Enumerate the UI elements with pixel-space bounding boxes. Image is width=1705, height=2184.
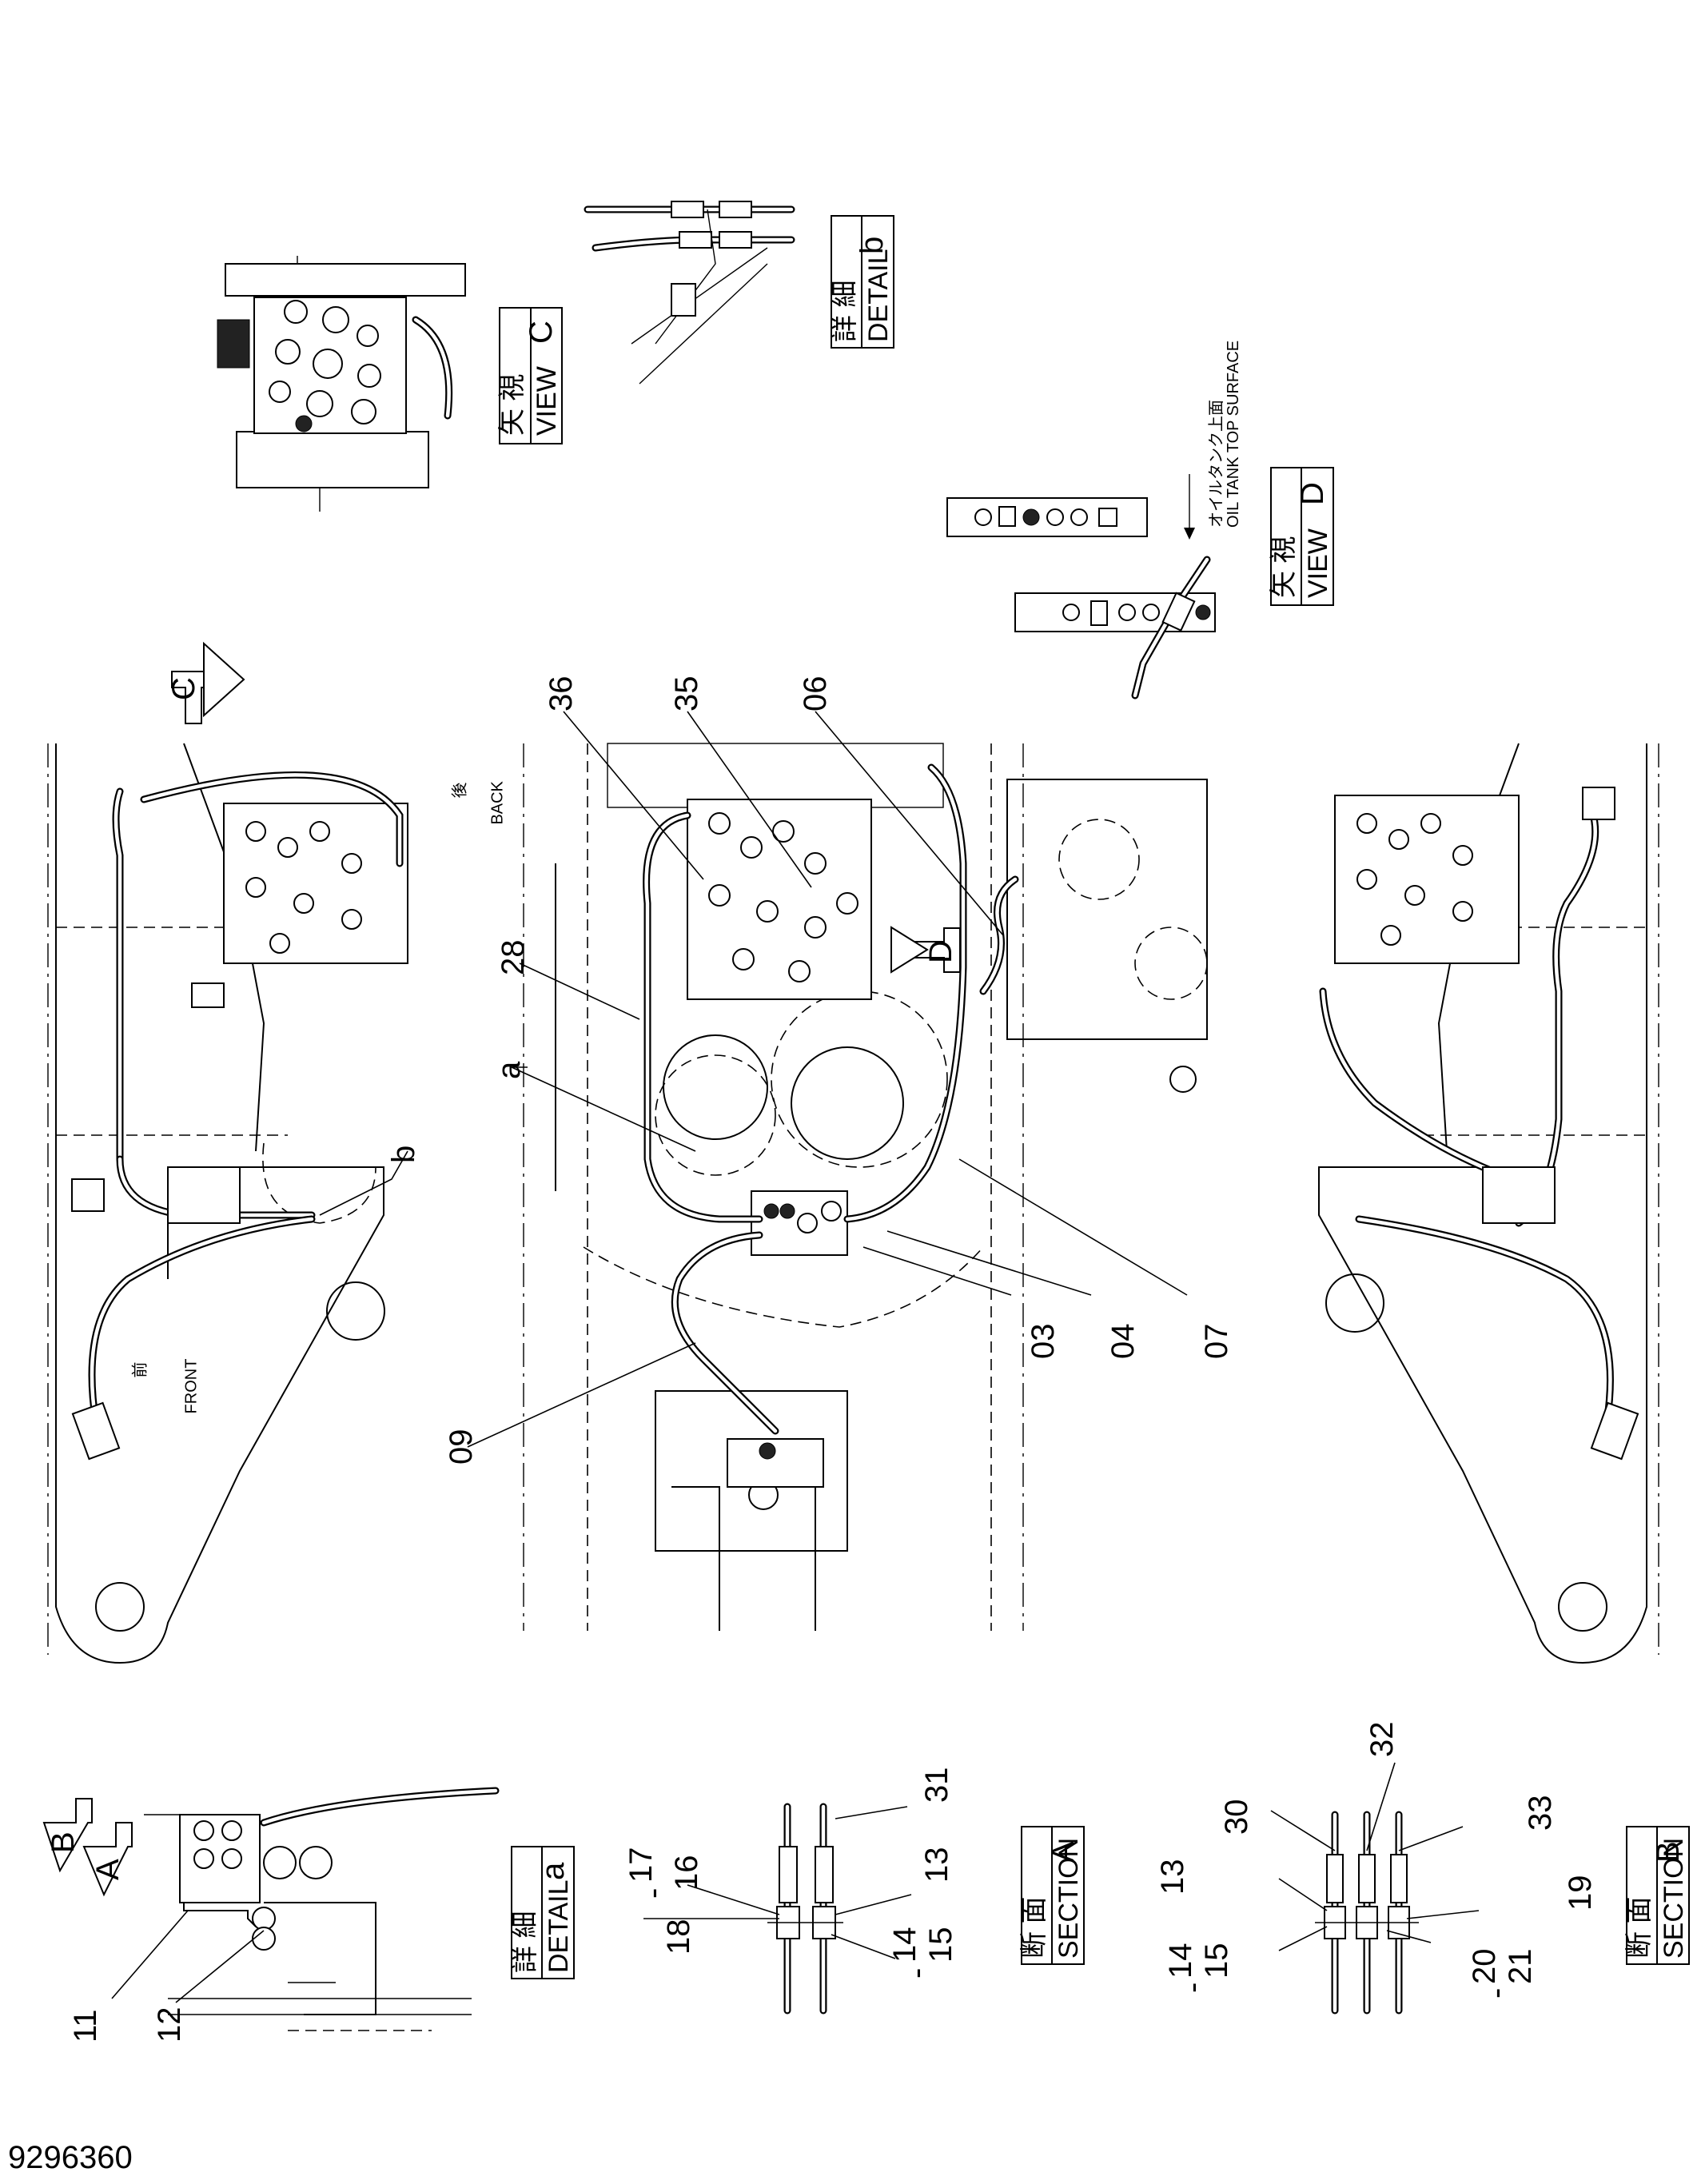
callout-15b: 15 <box>1199 1943 1234 1979</box>
view-c-jp: 矢 視 <box>497 374 528 436</box>
section-a-box: 断 面 SECTION A <box>1019 1826 1085 1965</box>
callout-14-dash: - <box>899 1968 934 1979</box>
callout-07: 07 <box>1199 1324 1234 1360</box>
view-d-letter: D <box>1295 482 1330 505</box>
callout-14: 14 <box>887 1927 922 1963</box>
section-a-jp: 断 面 <box>1019 1897 1050 1959</box>
callout-21: 21 <box>1503 1949 1538 1985</box>
callout-17-dash: - <box>635 1888 671 1899</box>
callout-b: b <box>386 1146 421 1163</box>
section-arrow-b: B <box>42 1798 93 1873</box>
part-callouts: 36 35 06 28 a b 09 03 04 07 11 12 17 - 1… <box>68 676 1598 2043</box>
center-plan-frame <box>523 743 1208 1631</box>
detail-a-letter: a <box>536 1862 571 1880</box>
section-b-letter: B <box>1651 1841 1686 1863</box>
view-c-arrow-letter: C <box>166 677 201 700</box>
view-d-box: 矢 視 VIEW D <box>1269 467 1334 606</box>
view-c-letter: C <box>524 321 559 344</box>
callout-14b-dash: - <box>1175 1983 1210 1993</box>
detail-b-jp: 詳 細 <box>830 281 860 342</box>
callout-13b: 13 <box>1155 1859 1190 1895</box>
callout-32: 32 <box>1364 1722 1400 1758</box>
view-d-jp: 矢 視 <box>1269 536 1299 598</box>
back-label-jp: 後 <box>451 783 469 799</box>
right-side-frame <box>1318 743 1659 1664</box>
callout-20-dash: - <box>1479 1988 1514 1999</box>
callout-17: 17 <box>623 1847 659 1883</box>
callout-06: 06 <box>798 676 833 712</box>
callout-16: 16 <box>669 1855 704 1891</box>
front-label-en: FRONT <box>182 1359 200 1414</box>
callout-18: 18 <box>661 1919 696 1955</box>
callout-20: 20 <box>1467 1949 1502 1985</box>
callout-28: 28 <box>496 940 531 976</box>
view-c-drawing <box>217 256 466 512</box>
detail-b-box: 詳 細 DETAIL b <box>830 215 894 349</box>
callout-35: 35 <box>669 676 704 712</box>
callout-03: 03 <box>1026 1324 1061 1360</box>
front-label-jp: 前 <box>131 1362 149 1378</box>
view-c-en: VIEW <box>532 366 562 436</box>
section-a-en: SECTION <box>1054 1838 1084 1959</box>
section-b-jp: 断 面 <box>1624 1897 1655 1959</box>
back-label-en: BACK <box>489 780 507 824</box>
oil-tank-jp: オイルタンク上面 <box>1207 400 1225 528</box>
section-a-letter: A <box>1046 1841 1081 1863</box>
leader-lines <box>111 711 1480 2003</box>
detail-b-en: DETAIL <box>863 249 894 342</box>
callout-15: 15 <box>923 1927 958 1963</box>
detail-b-drawing <box>584 201 795 385</box>
view-d-en: VIEW <box>1303 528 1333 598</box>
detail-a-box: 詳 細 DETAIL a <box>510 1846 575 1979</box>
view-d-arrow-letter: D <box>923 940 958 963</box>
detail-a-jp: 詳 細 <box>510 1911 540 1973</box>
section-b-drawing <box>1315 1811 1419 2015</box>
callout-31: 31 <box>919 1768 954 1803</box>
callout-09: 09 <box>444 1429 479 1465</box>
callout-19: 19 <box>1563 1875 1598 1911</box>
callout-33: 33 <box>1523 1795 1558 1831</box>
view-c-box: 矢 視 VIEW C <box>497 307 563 444</box>
section-b-en: SECTION <box>1659 1838 1689 1959</box>
view-d-arrow: D <box>890 926 961 974</box>
section-arrow-a: A <box>82 1822 133 1897</box>
callout-11: 11 <box>68 2009 103 2043</box>
callout-30: 30 <box>1219 1799 1254 1835</box>
section-a-drawing <box>767 1803 843 2015</box>
detail-b-letter: b <box>854 237 890 254</box>
oil-tank-en: OIL TANK TOP SURFACE <box>1225 341 1242 528</box>
view-c-arrow: C <box>166 641 245 724</box>
callout-14b: 14 <box>1163 1943 1198 1979</box>
section-b-box: 断 面 SECTION B <box>1624 1826 1690 1965</box>
callout-12: 12 <box>152 2007 187 2043</box>
detail-a-en: DETAIL <box>544 1879 574 1973</box>
callout-36: 36 <box>544 676 579 712</box>
left-side-frame <box>47 743 408 1664</box>
callout-13: 13 <box>919 1847 954 1883</box>
view-d-drawing <box>946 474 1216 699</box>
callout-a: a <box>492 1061 527 1079</box>
section-arrow-a-letter: A <box>90 1859 125 1880</box>
callout-04: 04 <box>1105 1324 1141 1360</box>
drawing-number: 9296360 <box>8 2140 133 2175</box>
detail-a-drawing <box>144 1787 500 2031</box>
section-arrow-b-letter: B <box>46 1831 81 1853</box>
